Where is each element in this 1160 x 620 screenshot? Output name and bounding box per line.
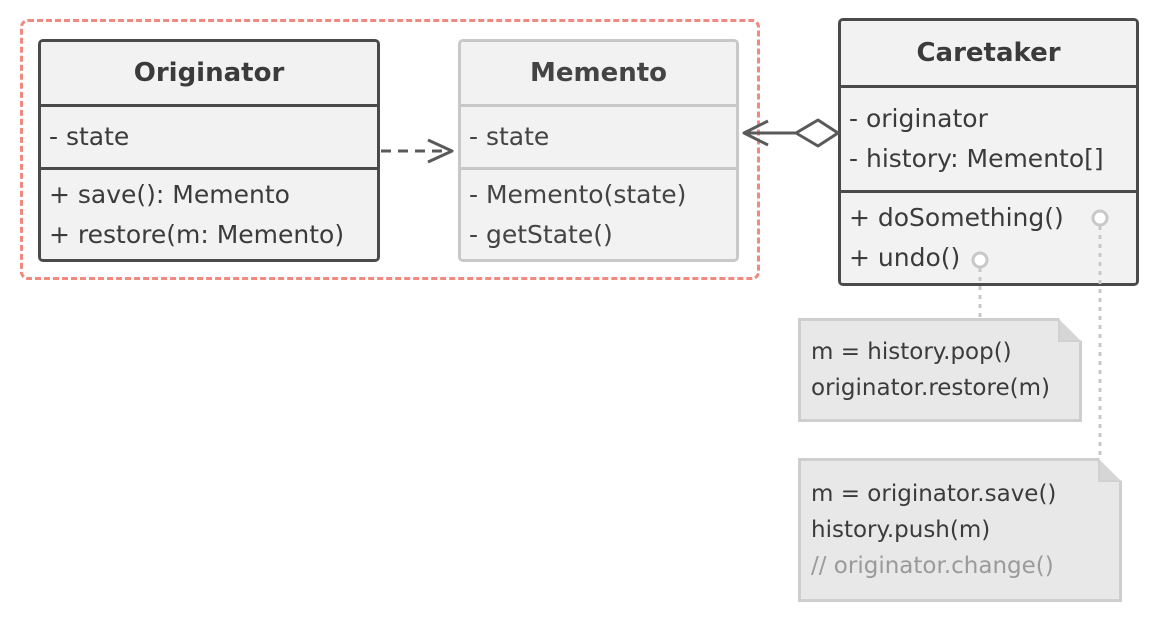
dosomething-note-line-2: history.push(m) xyxy=(811,517,991,543)
aggregation-diamond xyxy=(794,118,840,148)
caretaker-fields: - originator - history: Memento[] xyxy=(841,88,1136,190)
dosomething-note-anchor xyxy=(1091,209,1109,227)
caretaker-class[interactable]: Caretaker - originator - history: Mement… xyxy=(838,18,1139,286)
undo-note: m = history.pop() originator.restore(m) xyxy=(798,318,1082,422)
memento-method-getstate: - getState() xyxy=(469,219,613,249)
originator-class-title: Originator xyxy=(41,42,377,107)
dosomething-note-comment: // originator.change() xyxy=(811,553,1054,579)
dependency-arrowhead xyxy=(427,138,454,164)
memento-fields: - state xyxy=(461,107,736,167)
aggregation-arrowhead xyxy=(742,119,769,147)
encapsulation-group-boundary xyxy=(20,19,760,280)
caretaker-class-title: Caretaker xyxy=(841,21,1136,88)
memento-methods: - Memento(state) - getState() xyxy=(461,167,736,259)
originator-method-save: + save(): Memento xyxy=(49,179,290,209)
note-fold-icon xyxy=(1058,318,1082,342)
dosomething-note-line-1: m = originator.save() xyxy=(811,481,1057,507)
memento-class-title: Memento xyxy=(461,42,736,107)
memento-field-state: - state xyxy=(469,122,550,151)
undo-note-anchor xyxy=(971,251,989,269)
caretaker-method-undo: + undo() xyxy=(849,243,961,272)
caretaker-field-history: - history: Memento[] xyxy=(849,144,1104,173)
originator-method-restore: + restore(m: Memento) xyxy=(49,219,345,249)
caretaker-methods: + doSomething() + undo() xyxy=(841,190,1136,283)
caretaker-method-dosomething: + doSomething() xyxy=(849,203,1064,232)
memento-class[interactable]: Memento - state - Memento(state) - getSt… xyxy=(458,39,739,262)
dosomething-note: m = originator.save() history.push(m) //… xyxy=(798,458,1122,602)
undo-note-line-2: originator.restore(m) xyxy=(811,375,1050,401)
originator-field-state: - state xyxy=(49,122,130,151)
caretaker-field-originator: - originator xyxy=(849,104,988,133)
originator-methods: + save(): Memento + restore(m: Memento) xyxy=(41,167,377,259)
note-fold-icon xyxy=(1098,458,1122,482)
originator-fields: - state xyxy=(41,107,377,167)
undo-note-line-1: m = history.pop() xyxy=(811,339,1012,365)
originator-class[interactable]: Originator - state + save(): Memento + r… xyxy=(38,39,380,262)
memento-method-constructor: - Memento(state) xyxy=(469,179,687,209)
